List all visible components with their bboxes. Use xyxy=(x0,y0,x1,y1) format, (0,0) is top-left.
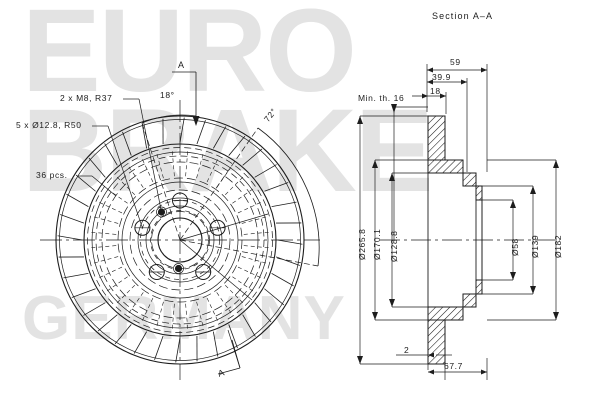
front-view-disc xyxy=(40,100,320,380)
section-mark-top: A xyxy=(178,60,185,70)
section-view-title: Section A–A xyxy=(432,11,494,21)
section-view xyxy=(357,64,560,380)
dim-bolt-circle-dia: Ø128.8 xyxy=(389,230,399,262)
cooling-vanes xyxy=(57,117,303,363)
dim-plate-thickness: 2 xyxy=(404,345,410,355)
section-mark-top-graphic xyxy=(172,71,200,126)
note-min-thickness: Min. th. 16 xyxy=(358,93,405,103)
min-thickness-graphic xyxy=(391,104,428,240)
angle-18-label: 18° xyxy=(160,90,175,100)
callout-bolts: 2 x M8, R37 xyxy=(60,93,113,103)
dim-outer-disc-dia: Ø265.8 xyxy=(357,228,367,260)
callout-vanes: 36 pcs. xyxy=(36,170,68,180)
section-mark-bottom-graphic xyxy=(217,339,241,375)
angle-18-graphic xyxy=(141,114,197,241)
dim-flange-dia: Ø182 xyxy=(553,234,563,258)
vertical-dimensions-graphic xyxy=(357,115,559,365)
dim-hub-dia: Ø139 xyxy=(530,234,540,258)
callout-holes: 5 x Ø12.8, R50 xyxy=(16,120,82,130)
dim-centre-bore-dia: Ø58 xyxy=(510,238,520,256)
dim-friction-dia: Ø170.1 xyxy=(372,228,382,260)
leader-lines xyxy=(78,98,241,369)
dim-overall-width: 59 xyxy=(450,57,461,67)
dim-hat-height: 18 xyxy=(430,86,441,96)
angle-72-graphic xyxy=(179,127,320,267)
bottom-dimensions-graphic xyxy=(396,350,488,380)
horizontal-dimensions-graphic xyxy=(412,64,488,172)
dim-hat-offset: 39.9 xyxy=(432,72,451,82)
dim-total-depth: 67.7 xyxy=(444,361,463,371)
